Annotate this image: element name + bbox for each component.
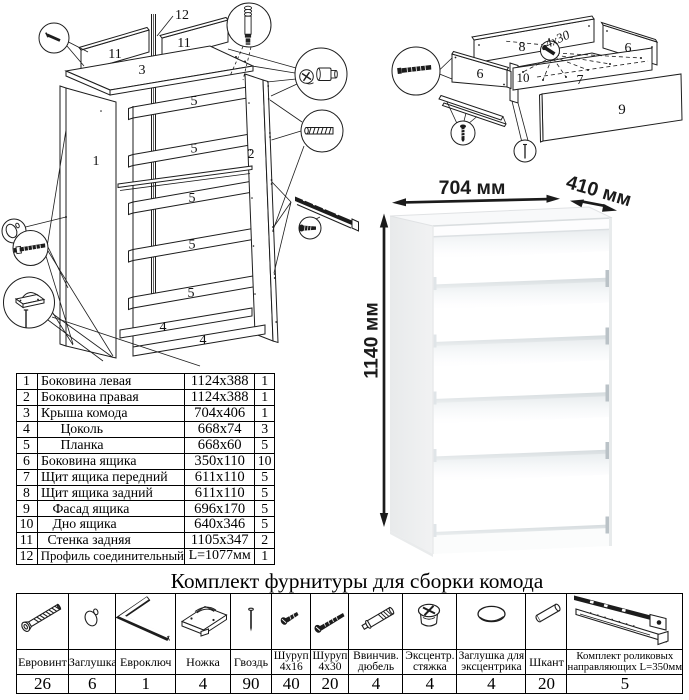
- svg-text:5: 5: [191, 94, 198, 109]
- svg-text:9: 9: [618, 102, 626, 118]
- svg-text:6: 6: [625, 41, 632, 56]
- svg-text:704 мм: 704 мм: [439, 177, 506, 199]
- svg-text:4x30: 4x30: [543, 27, 573, 51]
- svg-text:11: 11: [108, 47, 121, 62]
- svg-text:4: 4: [160, 320, 167, 335]
- svg-text:1140 мм: 1140 мм: [361, 302, 383, 379]
- svg-text:1: 1: [93, 154, 100, 169]
- svg-text:4: 4: [200, 333, 207, 348]
- svg-text:6: 6: [477, 67, 484, 82]
- svg-text:8: 8: [519, 40, 526, 55]
- svg-text:12: 12: [175, 8, 189, 23]
- svg-text:2: 2: [248, 147, 255, 162]
- svg-text:410 мм: 410 мм: [564, 171, 634, 211]
- svg-text:5: 5: [188, 286, 195, 301]
- svg-text:5: 5: [189, 191, 196, 206]
- svg-text:5: 5: [191, 142, 198, 157]
- svg-text:11: 11: [177, 36, 190, 51]
- svg-text:3: 3: [139, 63, 146, 78]
- svg-text:10: 10: [517, 70, 530, 85]
- svg-text:5: 5: [189, 238, 196, 253]
- svg-text:7: 7: [577, 73, 584, 88]
